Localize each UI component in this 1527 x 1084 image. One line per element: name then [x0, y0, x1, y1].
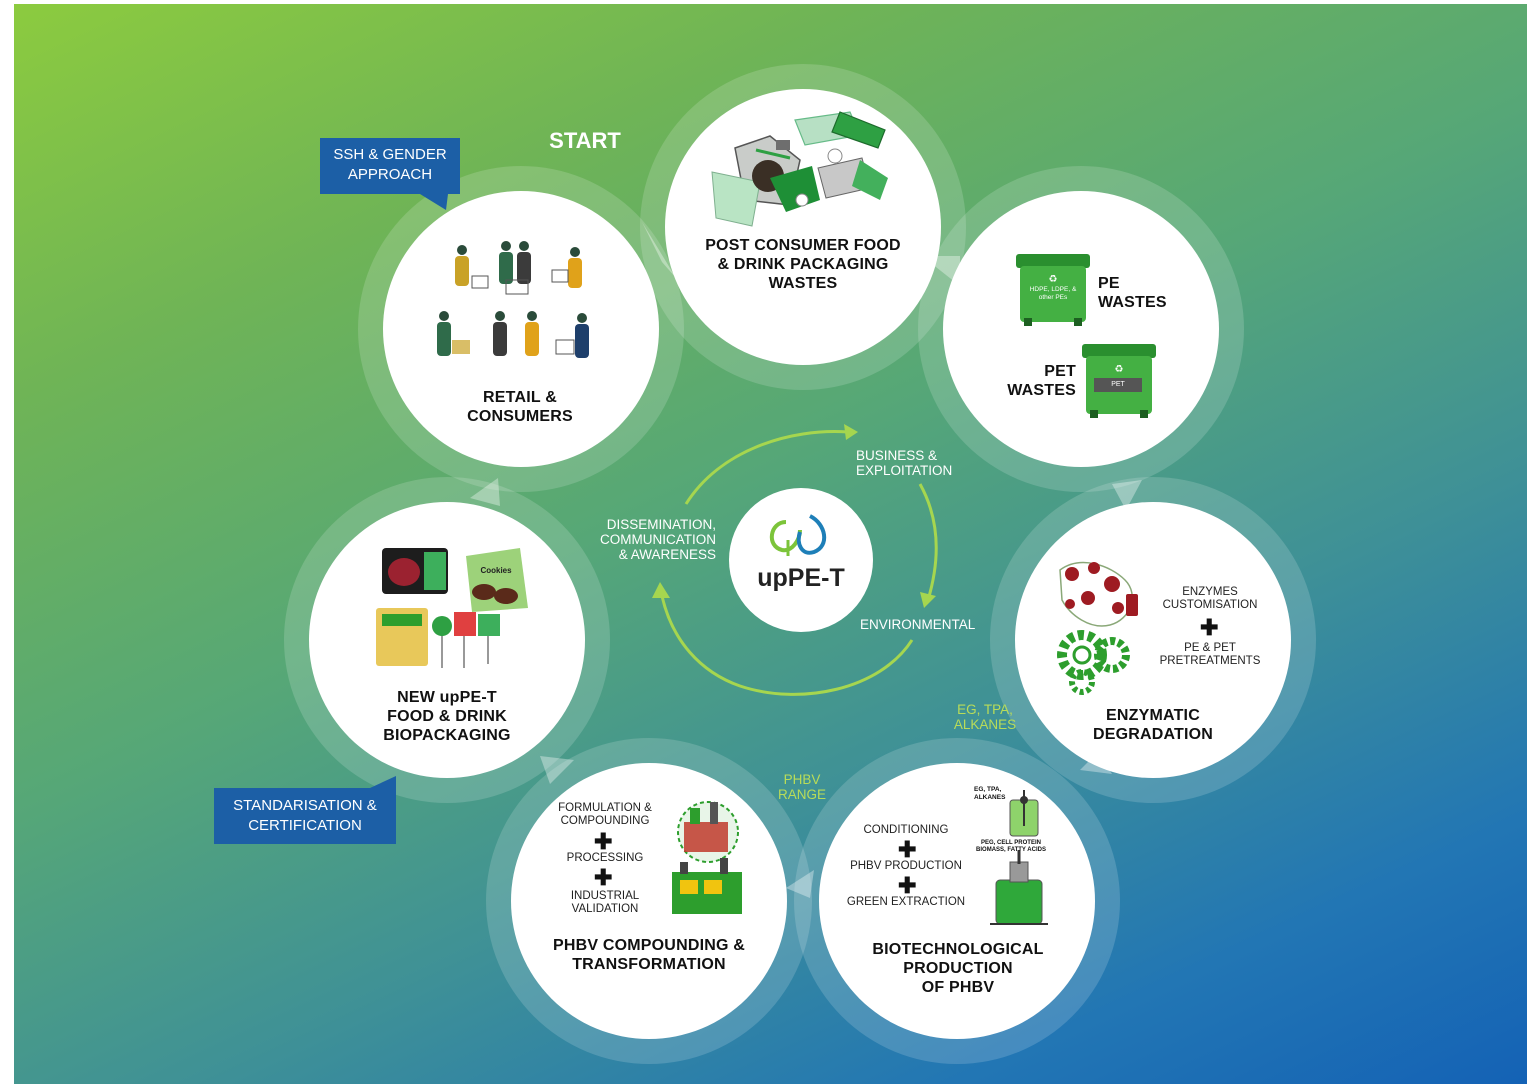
cookies-label: Cookies — [480, 566, 512, 575]
compounding-plus-icon-1: ✚ — [594, 829, 613, 854]
new-biopackaging-title: NEW upPE-T FOOD & DRINK BIOPACKAGING — [383, 689, 511, 744]
bioreactor-small-icon — [1009, 790, 1039, 837]
pet-bin-icon: ♻ — [1082, 344, 1156, 418]
arrow-bottom — [660, 595, 914, 696]
compounding-title: PHBV COMPOUNDING & TRANSFORMATION — [552, 937, 746, 973]
enzyme-structure-icon — [1059, 561, 1138, 627]
svg-text:♻: ♻ — [1115, 364, 1124, 375]
pe-bin-label: HDPE, LDPE, & other PEs — [1029, 286, 1077, 301]
cheese-bag-icon — [376, 608, 428, 666]
formulation-text: FORMULATION & COMPOUNDING — [558, 802, 652, 827]
node-waste — [943, 191, 1219, 467]
phbv-production-text: PHBV PRODUCTION — [850, 860, 962, 872]
industrial-plant-icon — [672, 858, 742, 914]
biotech-plus-icon-2: ✚ — [898, 873, 917, 898]
pet-bin-label: PET — [1111, 381, 1125, 388]
processing-text: PROCESSING — [566, 852, 644, 864]
post-consumer-title: POST CONSUMER FOOD & DRINK PACKAGING WAS… — [705, 237, 901, 292]
pointer-new-to-retail — [470, 478, 500, 506]
pe-wastes-title: PE WASTES — [1098, 275, 1167, 311]
green-extraction-text: GREEN EXTRACTION — [846, 896, 966, 908]
gears-icon — [1057, 630, 1130, 695]
enzymatic-title: ENZYMATIC DEGRADATION — [1092, 707, 1214, 743]
flow-eg-tpa-label: EG, TPA, ALKANES — [953, 702, 1017, 732]
enzymatic-plus-icon: ✚ — [1200, 615, 1219, 640]
pe-bin-icon: ♻ — [1016, 254, 1090, 326]
pet-wastes-title: PET WASTES — [1007, 363, 1076, 399]
retail-title: RETAIL & CONSUMERS — [467, 389, 573, 425]
pointer-retail-to-post — [642, 222, 676, 278]
arrow-top-head — [844, 424, 858, 440]
tag-standard-tail — [370, 776, 396, 790]
shoppers-icon — [437, 241, 589, 358]
enzymes-customisation-text: ENZYMES CUSTOMISATION — [1162, 586, 1258, 611]
waste-pile-icon — [711, 111, 888, 227]
industrial-validation-text: INDUSTRIAL VALIDATION — [570, 890, 640, 915]
cookies-bag-icon — [466, 548, 528, 612]
tag-standardisation: STANDARISATION & CERTIFICATION — [214, 788, 396, 844]
start-label: START — [549, 128, 621, 153]
bioreactor-large-icon — [990, 850, 1048, 925]
dissemination-label: DISSEMINATION, COMMUNICATION & AWARENESS — [600, 517, 716, 562]
node-new-packaging — [309, 502, 585, 778]
environmental-label: ENVIRONMENTAL — [860, 617, 976, 632]
pointer-waste-to-enzymatic — [1112, 480, 1142, 510]
pointer-biotech-to-compounding — [786, 870, 814, 898]
flow-phbv-range-label: PHBV RANGE — [777, 772, 826, 802]
lollipops-icon — [432, 612, 500, 668]
node-biotech — [819, 763, 1095, 1039]
reactor-input-label: EG, TPA, ALKANES — [974, 786, 1006, 801]
conditioning-text: CONDITIONING — [863, 824, 949, 836]
svg-text:♻: ♻ — [1049, 274, 1058, 285]
node-enzymatic — [1015, 502, 1291, 778]
tag-ssh-gender: SSH & GENDER APPROACH — [320, 138, 460, 194]
compounding-plus-icon-2: ✚ — [594, 865, 613, 890]
business-label: BUSINESS & EXPLOITATION — [856, 448, 953, 478]
tag-ssh-gender-text: SSH & GENDER APPROACH — [333, 146, 447, 183]
tag-standardisation-text: STANDARISATION & CERTIFICATION — [233, 797, 377, 834]
arrow-top — [684, 430, 849, 505]
arrow-right — [918, 483, 938, 601]
reactor-output-label: PEG, CELL PROTEIN BIOMASS, FATTY ACIDS — [976, 840, 1046, 853]
arrow-right-head — [920, 592, 936, 608]
meat-tray-icon — [382, 548, 448, 594]
arrow-bottom-head — [652, 582, 670, 598]
pointer-compounding-to-new — [540, 756, 574, 784]
pe-pet-pretreatments-text: PE & PET PRETREATMENTS — [1159, 642, 1261, 667]
factory-lab-icon — [677, 801, 739, 863]
tag-ssh-tail — [420, 194, 448, 210]
biotech-plus-icon-1: ✚ — [898, 837, 917, 862]
center-logo-circle — [729, 488, 873, 632]
node-retail — [383, 191, 659, 467]
logo-text: upPE-T — [757, 564, 845, 592]
biotech-title: BIOTECHNOLOGICAL PRODUCTION OF PHBV — [872, 941, 1044, 996]
